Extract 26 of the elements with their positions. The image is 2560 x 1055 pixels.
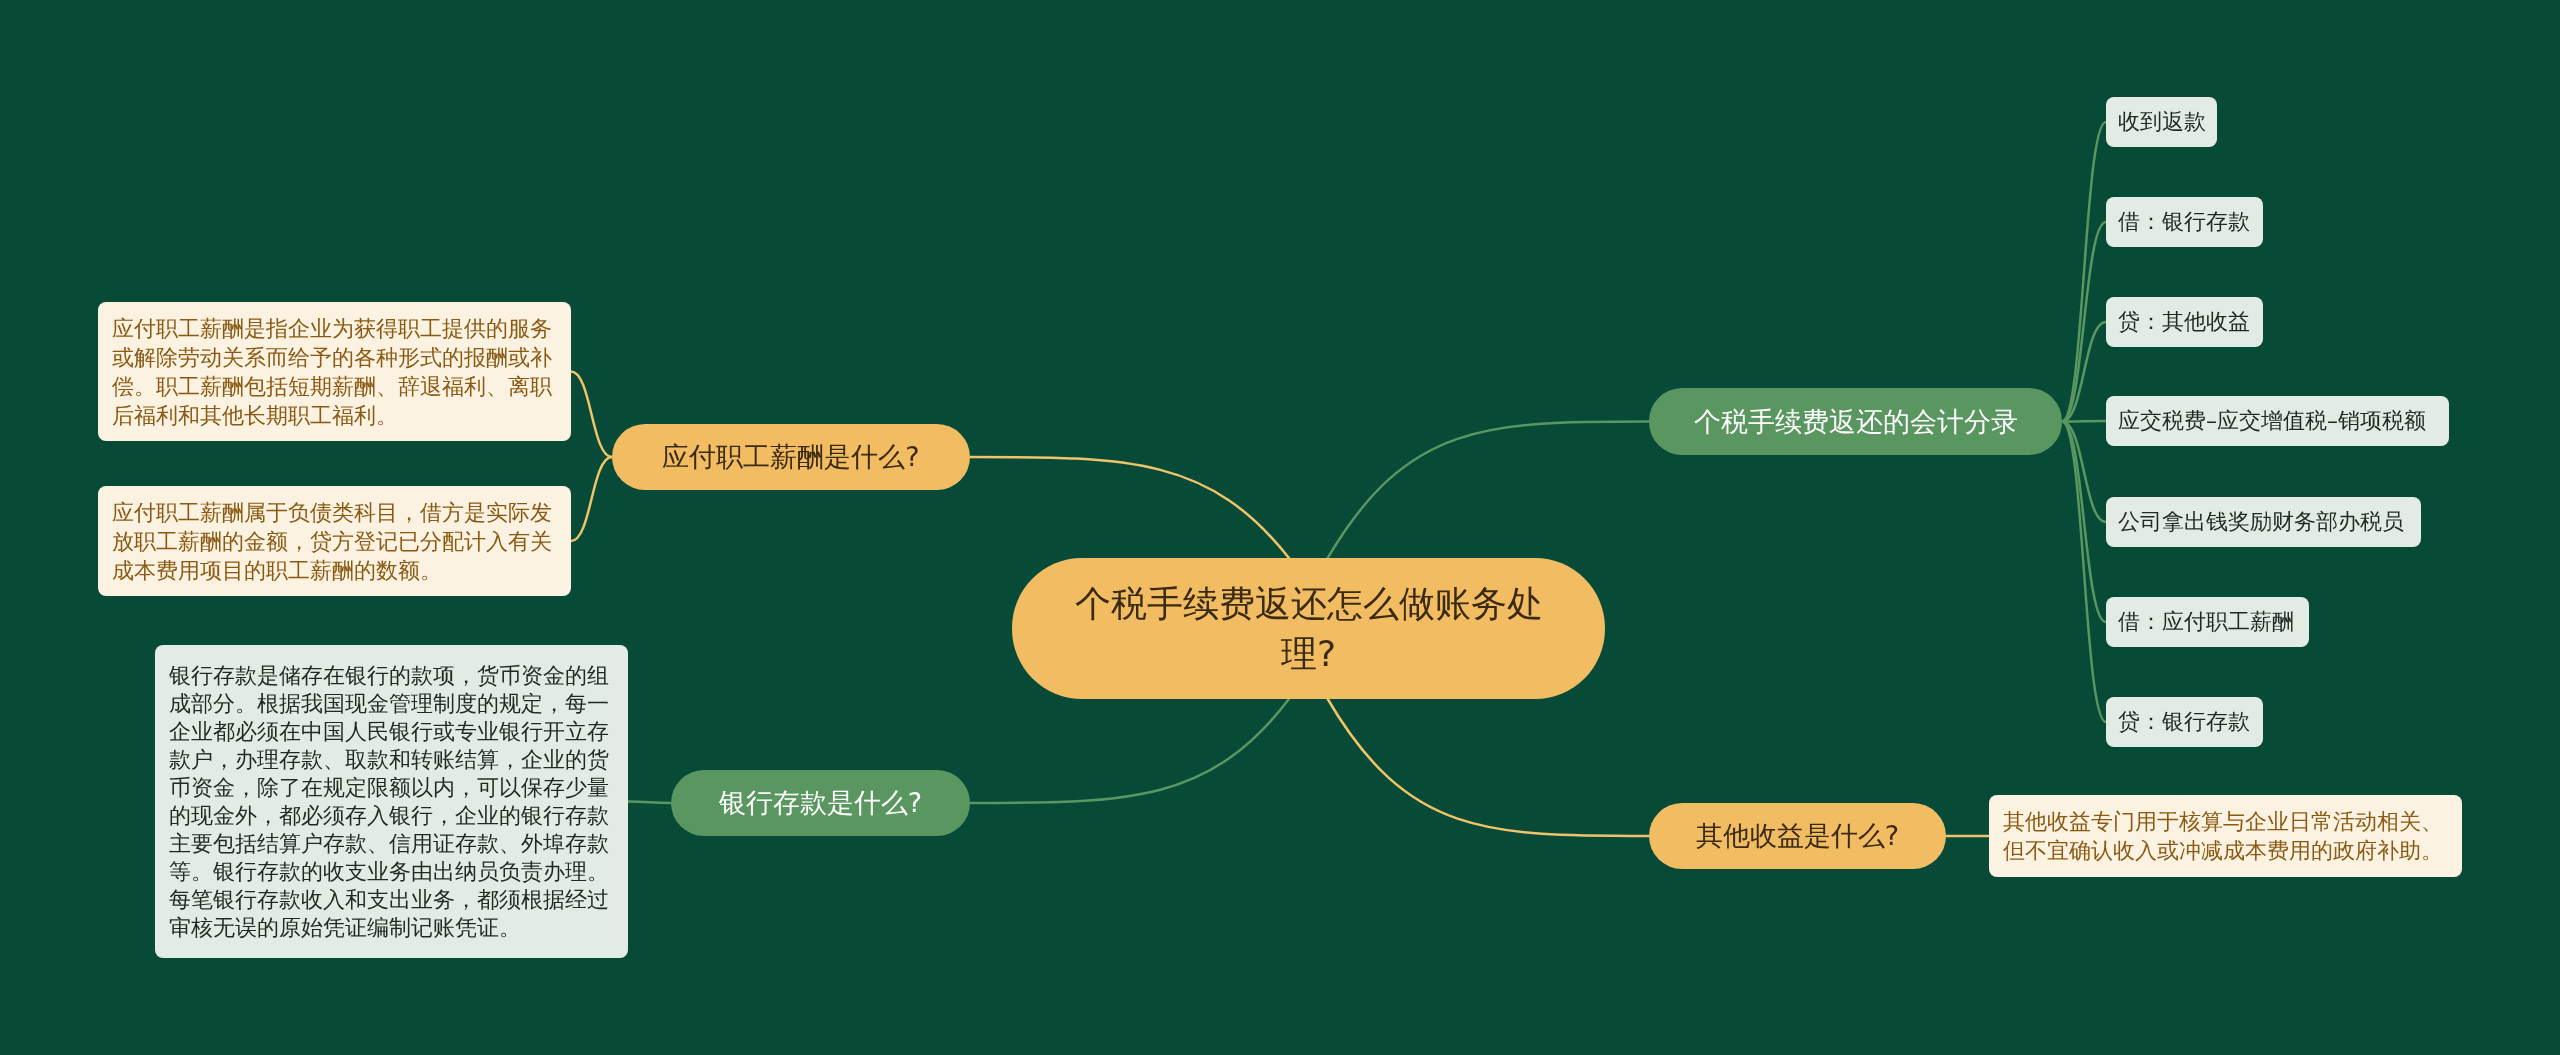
connector-line <box>2061 420 2107 524</box>
note-box: 应付职工薪酬属于负债类科目，借方是实际发放职工薪酬的金额，贷方登记已分配计入有关成本费用项目的职工薪酬的数额。 <box>98 486 571 596</box>
connector-line <box>570 455 613 543</box>
entry-box: 贷：银行存款 <box>2106 697 2263 747</box>
topic-pill: 银行存款是什么? <box>671 770 970 836</box>
connector-line <box>970 455 1292 561</box>
connector-line <box>1325 696 1649 838</box>
connector-line <box>970 696 1292 805</box>
connector-line <box>1325 420 1649 561</box>
entry-box: 贷：其他收益 <box>2106 297 2263 347</box>
topic-pill: 其他收益是什么? <box>1649 803 1946 869</box>
connector-line <box>628 800 671 805</box>
entry-box: 借：应付职工薪酬 <box>2106 597 2309 647</box>
connector-line <box>570 370 613 459</box>
topic-pill: 个税手续费返还的会计分录 <box>1649 388 2062 455</box>
entry-box: 借：银行存款 <box>2106 197 2263 247</box>
note-box: 银行存款是储存在银行的款项，货币资金的组成部分。根据我国现金管理制度的规定，每一企业都必须在中国人民银行或专业银行开立存款户，办理存款、取款和转账结算，企业的货币资金，除了在规定限额以内，可以保存少量的现金外，都必须存入银行，企业的银行存款主要包括结算户存款、信用证存款、外埠存款等。银行存款的收支业务由出纳员负责办理。每笔银行存款收入和支出业务，都须根据经过审核无误的原始凭证编制记账凭证。 <box>155 645 628 958</box>
note-box: 其他收益专门用于核算与企业日常活动相关、但不宜确认收入或冲减成本费用的政府补助。 <box>1989 795 2462 877</box>
note-box: 应付职工薪酬是指企业为获得职工提供的服务或解除劳动关系而给予的各种形式的报酬或补偿。职工薪酬包括短期薪酬、辞退福利、离职后福利和其他长期职工福利。 <box>98 302 571 441</box>
entry-box: 应交税费–应交增值税–销项税额 <box>2106 396 2449 446</box>
connector-line <box>1946 834 1989 838</box>
topic-pill: 应付职工薪酬是什么? <box>612 424 970 490</box>
entry-box: 收到返款 <box>2106 97 2217 147</box>
entry-box: 公司拿出钱奖励财务部办税员 <box>2106 497 2421 547</box>
root-topic: 个税手续费返还怎么做账务处理? <box>1012 558 1605 699</box>
connector-line <box>2061 420 2107 723</box>
